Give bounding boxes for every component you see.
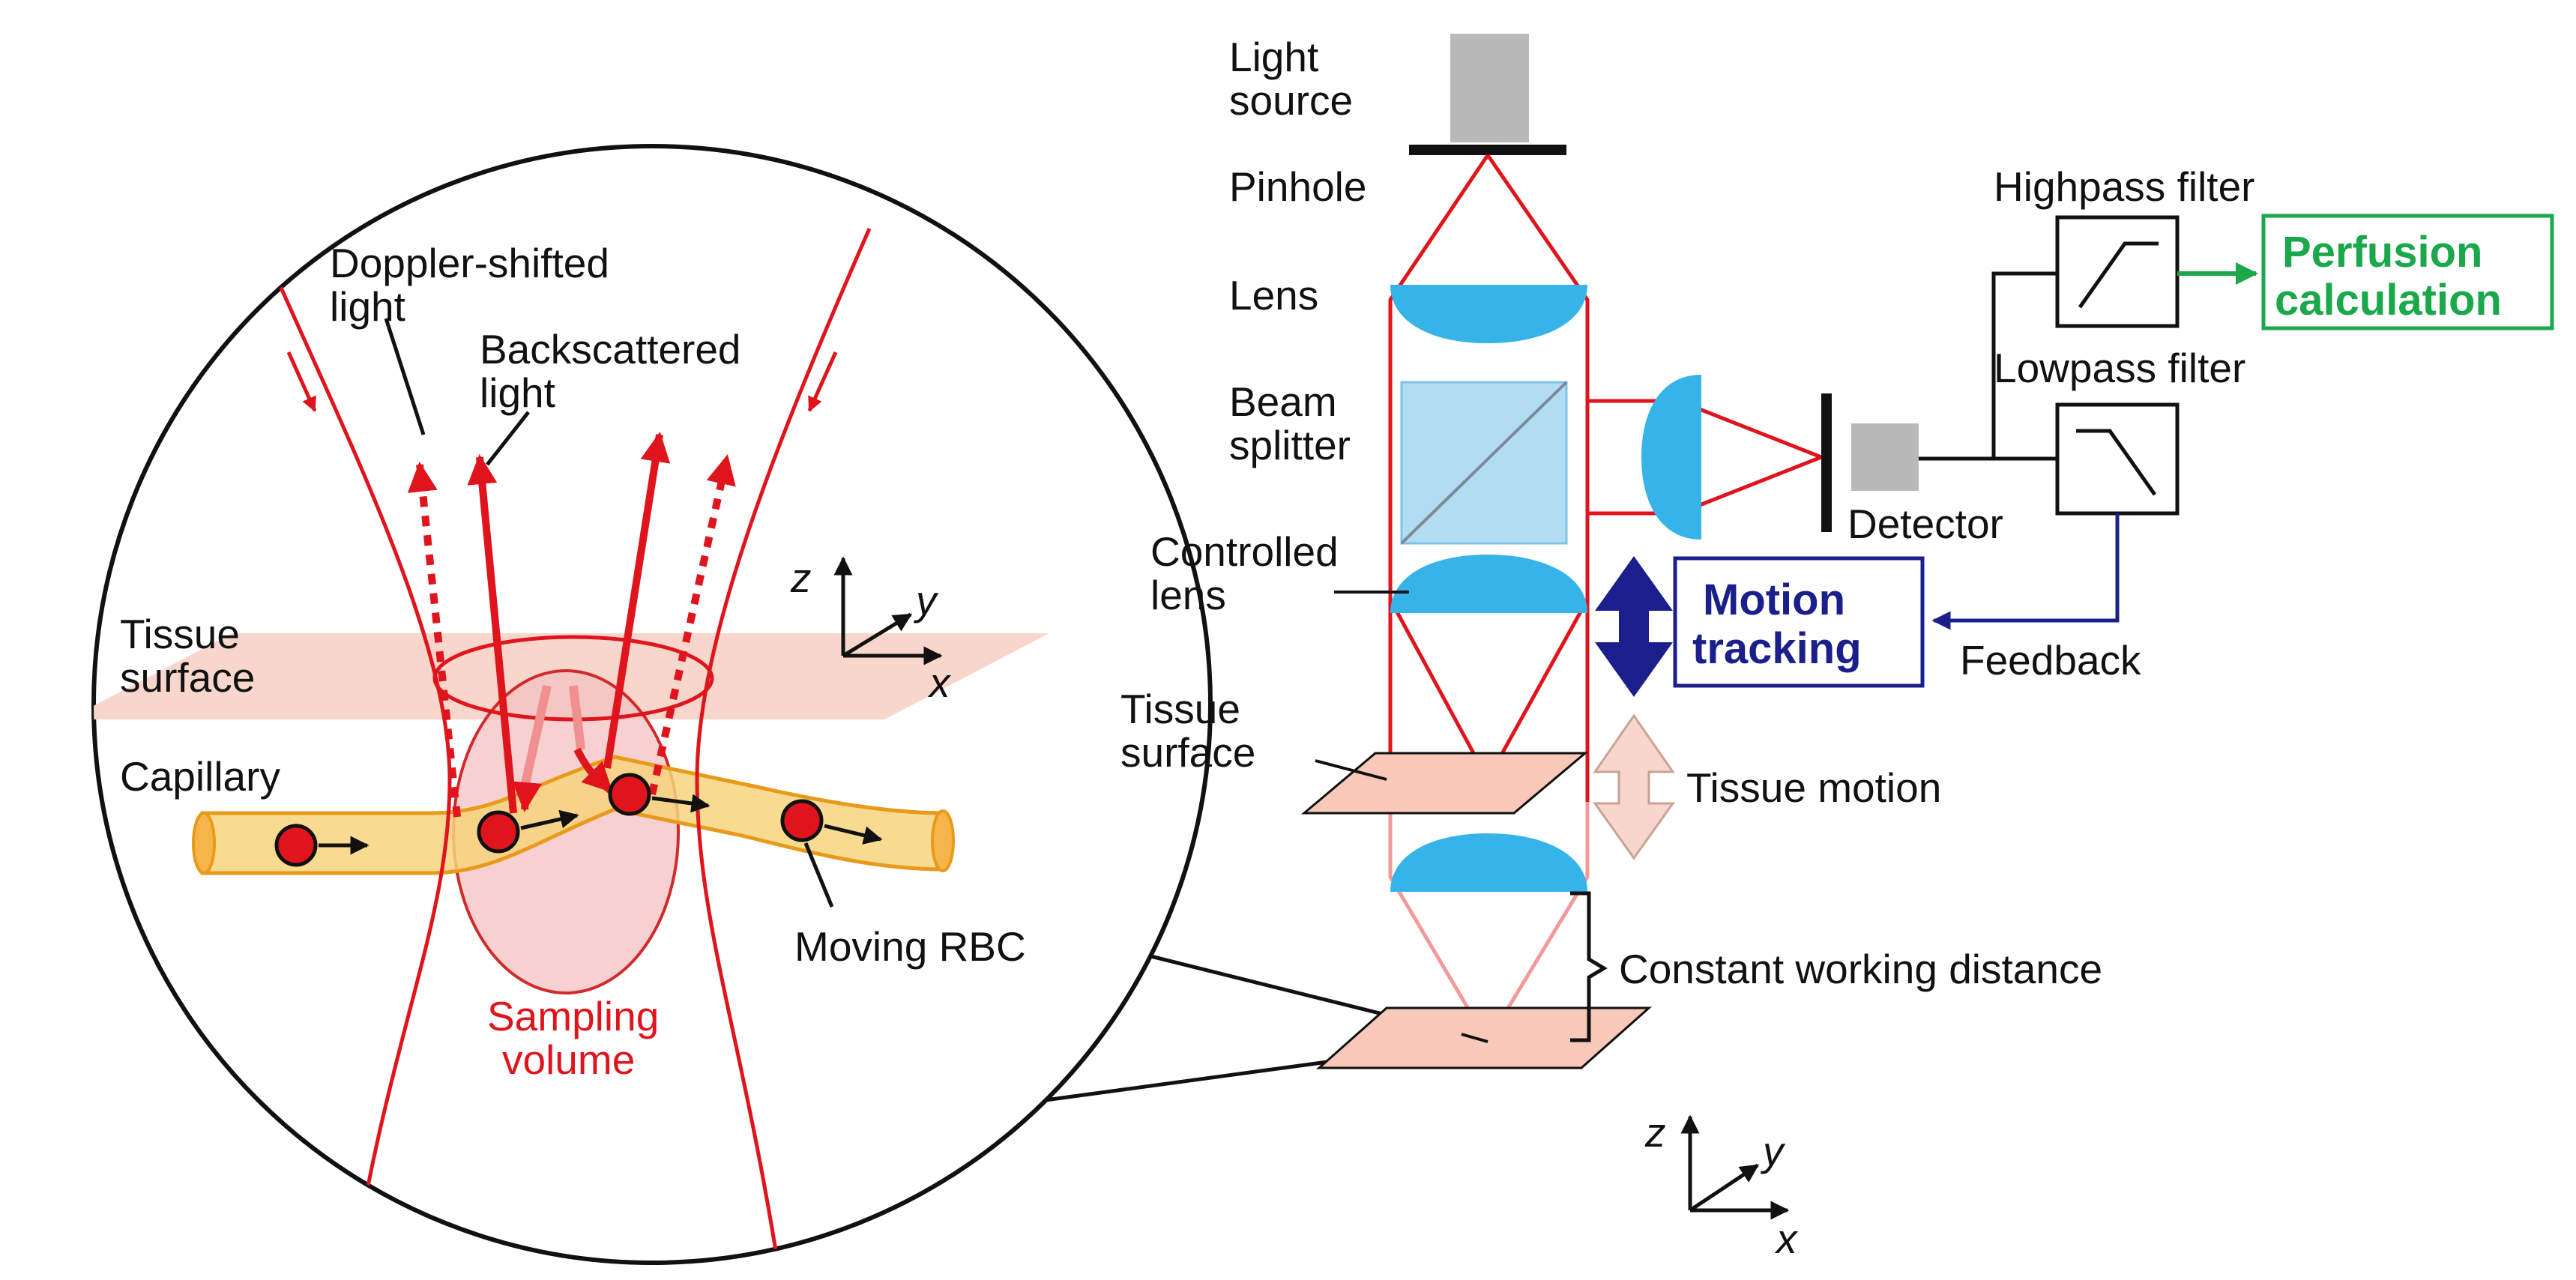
lens-bottom <box>1390 833 1587 892</box>
label-moving-rbc: Moving RBC <box>794 923 1026 970</box>
magnified-view: z y x Doppler-shifted light Backscattere… <box>91 144 1488 1265</box>
capillary-end-right <box>931 809 955 872</box>
focal-plane <box>1316 1006 1652 1069</box>
motion-tracking-label-1: Motion <box>1703 576 1845 624</box>
axis-left-y: y <box>913 577 939 624</box>
rbc-3 <box>608 773 711 816</box>
backscatter-ray-left <box>467 454 517 814</box>
label-feedback: Feedback <box>1960 637 2141 683</box>
label-beam-splitter-1: Beam <box>1229 378 1337 425</box>
label-capillary: Capillary <box>120 753 280 800</box>
lens-top <box>1390 285 1587 343</box>
rbc-leader <box>803 842 834 908</box>
label-controlled-lens-1: Controlled <box>1150 528 1339 575</box>
lens-controlled <box>1390 555 1587 613</box>
label-doppler-2: light <box>330 283 405 330</box>
perfusion-box <box>2261 214 2554 330</box>
feedback-line <box>1931 513 2120 630</box>
axis-right-x: x <box>1774 1216 1799 1262</box>
lowpass-filter <box>2055 402 2180 516</box>
label-detector: Detector <box>1847 501 2003 547</box>
label-controlled-lens-2: lens <box>1150 572 1226 618</box>
label-constant-working-distance: Constant working distance <box>1619 946 2102 992</box>
label-light-source-2: source <box>1229 77 1353 124</box>
label-tissue-surface-right-1: Tissue <box>1120 686 1240 732</box>
label-lowpass-filter: Lowpass filter <box>1994 345 2245 391</box>
tissue-surface-plane-right <box>1300 752 1589 815</box>
label-highpass-filter: Highpass filter <box>1994 163 2254 210</box>
detector <box>1851 423 1919 491</box>
beam-arrow-right <box>807 351 838 412</box>
incoming-arrow-2 <box>569 685 585 750</box>
label-lens: Lens <box>1229 272 1318 319</box>
beam-right-edge <box>695 228 872 1263</box>
tissue-motion-arrow <box>1593 713 1675 860</box>
label-backscattered-1: Backscattered <box>480 326 741 372</box>
incoming-arrow-1 <box>520 684 552 788</box>
label-sampling-1: Sampling <box>487 993 659 1039</box>
perfusion-label-2: calculation <box>2275 276 2502 324</box>
doppler-ray-left <box>407 462 461 818</box>
motion-tracking-box <box>1673 556 1925 688</box>
signal-wires <box>1919 271 2057 461</box>
backscatter-leader <box>486 411 530 466</box>
highpass-filter <box>2055 215 2180 328</box>
rbc-1 <box>274 824 369 867</box>
label-tissue-motion: Tissue motion <box>1686 764 1941 811</box>
label-tissue-surface-right-2: surface <box>1120 729 1255 776</box>
backscatter-ray-right <box>603 432 671 769</box>
axis-left-z: z <box>790 555 812 601</box>
beam-left-edge <box>253 227 452 1263</box>
axes-left: z y x <box>790 555 952 706</box>
pinhole <box>1409 145 1566 155</box>
label-backscattered-2: light <box>480 369 555 416</box>
label-tissue-surface-left-1: Tissue <box>120 611 240 657</box>
label-pinhole: Pinhole <box>1229 163 1366 210</box>
label-beam-splitter-2: splitter <box>1229 422 1351 468</box>
detector-aperture <box>1821 393 1832 532</box>
beam-splitter <box>1400 381 1568 545</box>
optical-setup: Perfusion calculation Motion tracking z … <box>1120 34 2554 1262</box>
doppler-leader <box>384 318 426 435</box>
label-tissue-surface-left-2: surface <box>120 654 255 701</box>
perfusion-label-1: Perfusion <box>2282 228 2483 277</box>
tissue-surface-right-leader <box>1315 759 1387 781</box>
label-light-source-1: Light <box>1229 34 1318 80</box>
focal-leader <box>1461 1033 1488 1043</box>
lens-motion-arrow <box>1595 556 1673 697</box>
capillary-end-left <box>192 812 216 875</box>
laser-path <box>1388 154 1822 802</box>
label-doppler-1: Doppler-shifted <box>330 240 609 286</box>
axes-right: z y x <box>1644 1109 1799 1262</box>
working-distance-bracket <box>1570 891 1608 1042</box>
rbc-2 <box>477 809 579 854</box>
label-sampling-2: volume <box>502 1036 635 1083</box>
axis-left-x: x <box>927 659 952 706</box>
motion-tracking-label-2: tracking <box>1692 624 1862 673</box>
axis-right-z: z <box>1644 1109 1666 1156</box>
beam-arrow-left <box>286 351 317 412</box>
incoming-arrow-4 <box>512 781 543 812</box>
rbc-4 <box>780 799 883 845</box>
axis-right-y: y <box>1760 1128 1786 1174</box>
light-source <box>1450 34 1529 142</box>
lens-detector <box>1641 375 1701 540</box>
